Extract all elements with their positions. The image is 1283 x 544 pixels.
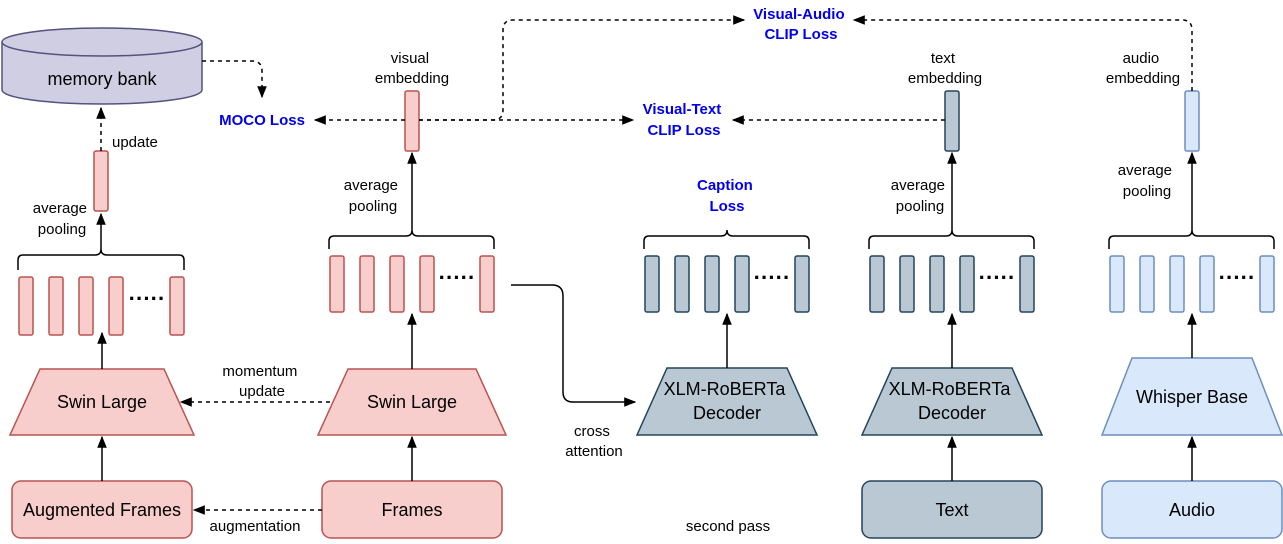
text-embedding-label: text embedding bbox=[908, 50, 982, 87]
brace-audio bbox=[1108, 229, 1275, 249]
augmentation-label: augmentation bbox=[210, 518, 301, 535]
whisper-label: Whisper Base bbox=[1136, 387, 1248, 407]
token-row-caption bbox=[644, 255, 810, 313]
ellipsis-audio: ····· bbox=[1219, 265, 1256, 290]
decoder-text-trapezoid bbox=[860, 367, 1044, 436]
swin-right-label: Swin Large bbox=[367, 392, 457, 412]
arrow-memory-to-moco bbox=[202, 60, 267, 99]
update-label: update bbox=[112, 134, 158, 151]
visual-text-loss-label: Visual-Text CLIP Loss bbox=[643, 101, 726, 139]
avg-pooling-audio-label: average pooling bbox=[1118, 162, 1176, 200]
ellipsis-left: ····· bbox=[129, 286, 166, 311]
ellipsis-visual: ····· bbox=[439, 265, 476, 290]
avg-pooling-left-label: average pooling bbox=[33, 200, 91, 238]
visual-embedding-label: visual embedding bbox=[375, 50, 449, 87]
visual-embedding bbox=[404, 90, 420, 152]
memory-bank-label: memory bank bbox=[47, 69, 157, 89]
decoder-caption-label: XLM-RoBERTa Decoder bbox=[664, 379, 791, 423]
momentum-update-label: momentum update bbox=[222, 363, 301, 400]
brace-text bbox=[868, 229, 1035, 249]
caption-loss-label: Caption Loss bbox=[697, 177, 757, 215]
ellipsis-text: ····· bbox=[979, 265, 1016, 290]
token-row-audio bbox=[1109, 255, 1275, 313]
avg-pooling-text-label: average pooling bbox=[891, 177, 949, 215]
visual-audio-loss-label: Visual-Audio CLIP Loss bbox=[753, 6, 849, 43]
whisper-trapezoid bbox=[1100, 357, 1283, 436]
token-row-left bbox=[18, 276, 185, 336]
memory-bank: memory bank bbox=[1, 27, 203, 105]
avg-pooling-visual-label: average pooling bbox=[344, 177, 402, 215]
cross-attention-label: cross attention bbox=[565, 423, 623, 460]
arrow-cross-attention bbox=[511, 284, 637, 407]
brace-visual bbox=[328, 229, 495, 249]
frames-label: Frames bbox=[381, 500, 442, 520]
audio-embedding bbox=[1184, 90, 1200, 152]
ellipsis-caption: ····· bbox=[754, 265, 791, 290]
text-embedding bbox=[944, 90, 960, 152]
token-row-visual bbox=[329, 255, 495, 313]
moco-loss-label: MOCO Loss bbox=[219, 112, 305, 129]
audio-embedding-label: audio embedding bbox=[1106, 50, 1180, 87]
decoder-text-label: XLM-RoBERTa Decoder bbox=[889, 379, 1016, 423]
audio-label: Audio bbox=[1169, 500, 1215, 520]
second-pass-label: second pass bbox=[686, 518, 770, 535]
decoder-caption-trapezoid bbox=[635, 367, 819, 436]
arrow-visual-to-va-loss bbox=[419, 15, 746, 121]
swin-right-trapezoid bbox=[316, 368, 508, 436]
swin-left-label: Swin Large bbox=[57, 392, 147, 412]
text-label: Text bbox=[935, 500, 968, 520]
momentum-embedding bbox=[93, 150, 109, 212]
brace-caption bbox=[643, 229, 810, 249]
swin-left-trapezoid bbox=[8, 368, 196, 436]
token-row-text bbox=[869, 255, 1035, 313]
brace-left bbox=[17, 248, 185, 270]
augmented-frames-label: Augmented Frames bbox=[23, 500, 181, 520]
